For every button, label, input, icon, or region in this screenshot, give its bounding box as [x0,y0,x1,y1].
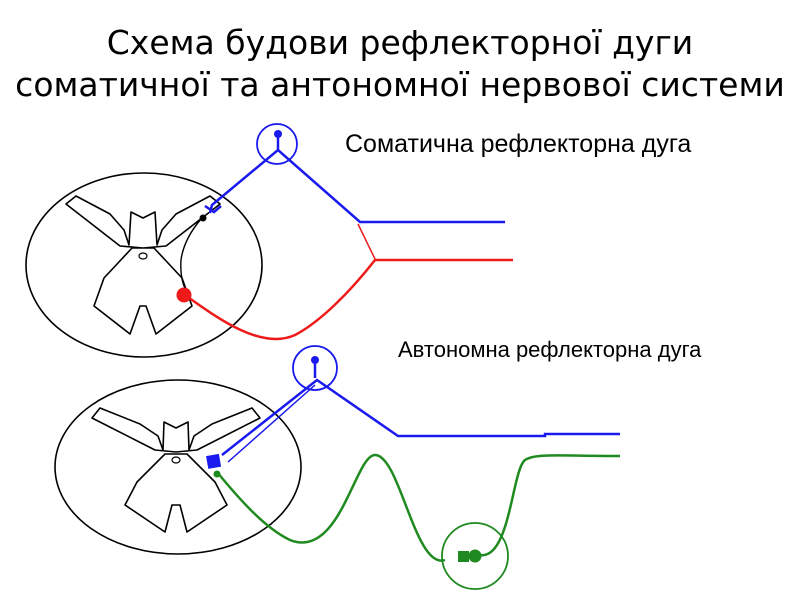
autonomic-reflex-arc [54,345,621,590]
preganglionic-terminal [213,470,221,478]
spinal-ganglion-neuron-body-bottom [311,356,319,364]
sensory-terminal-top [204,204,222,214]
sensory-neuron-bottom [221,378,620,456]
sensory-neuron-top [208,148,505,224]
spinal-cord-section-bottom [54,379,302,555]
diagram-title: Схема будови рефлекторної дуги соматично… [0,22,800,106]
spinal-cord-section-top [25,172,263,358]
grey-matter-bottom [91,407,261,533]
grey-matter-top [65,195,221,335]
central-canal-bottom [171,456,181,464]
title-line-1: Схема будови рефлекторної дуги [106,23,694,62]
somatic-arc-label: Соматична рефлекторна дуга [345,130,692,158]
autonomic-ganglion [441,522,509,590]
interneuron-top [180,218,202,296]
autonomic-ganglion-synapse [458,551,469,562]
motor-neuron-top [184,258,513,341]
spinal-ganglion-bottom [292,345,338,391]
motor-nerve-branch-top [357,223,376,260]
sensory-parallel-bottom [227,384,316,463]
spinal-ganglion-neuron-body-top [274,130,282,138]
central-canal-top [138,252,148,260]
preganglionic-fiber [216,453,446,562]
lateral-horn-neuron-body [206,453,222,469]
motor-neuron-body-top [176,287,192,303]
title-line-2: соматичної та антономної нервової систем… [15,65,785,104]
interneuron-body-top [199,214,207,222]
spinal-ganglion-top [256,123,298,165]
autonomic-arc-label: Автономна рефлекторна дуга [398,337,702,362]
somatic-reflex-arc [25,123,513,358]
postganglionic-fiber [479,454,621,557]
ganglion-neuron-body [468,549,482,563]
